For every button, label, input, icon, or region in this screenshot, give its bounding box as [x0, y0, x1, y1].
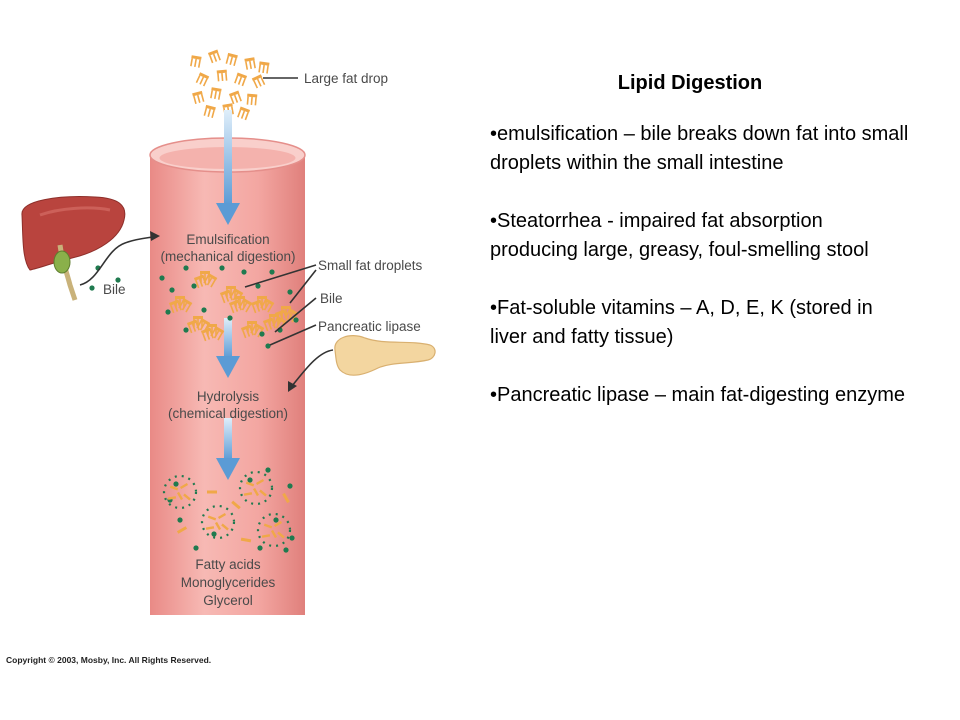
label-pancreatic-lipase: Pancreatic lipase [318, 319, 421, 334]
pancreas-icon [334, 335, 436, 376]
intestine-tube [149, 137, 306, 615]
bullet-fat-soluble-vitamins: •Fat-soluble vitamins – A, D, E, K (stor… [490, 297, 873, 348]
text-panel: Lipid Digestion •emulsification – bile b… [490, 70, 910, 439]
bullet-pancreatic-lipase: •Pancreatic lipase – main fat-digesting … [490, 384, 905, 406]
bullet-steatorrhea: •Steatorrhea - impaired fat absorption p… [490, 210, 869, 261]
slide-title: Lipid Digestion [617, 72, 763, 94]
flow-arrow-1 [216, 110, 240, 225]
label-small-fat-droplets: Small fat droplets [318, 258, 423, 273]
flow-arrow-2 [216, 318, 240, 378]
fatty-acid-clusters-icon [162, 470, 292, 548]
label-chemical-digestion: (chemical digestion) [168, 406, 288, 421]
label-monoglycerides: Monoglycerides [181, 575, 276, 590]
label-bile-left: Bile [103, 282, 126, 297]
bullet-emulsification: •emulsification – bile breaks down fat i… [490, 123, 909, 174]
lipid-digestion-diagram: Large fat drop Emulsification (mechanica… [21, 49, 436, 615]
label-hydrolysis: Hydrolysis [197, 389, 260, 404]
flow-arrow-3 [216, 418, 240, 480]
liver-icon [21, 196, 126, 301]
label-glycerol: Glycerol [203, 593, 253, 608]
label-fatty-acids: Fatty acids [195, 557, 261, 572]
connector-lines [79, 77, 334, 387]
copyright-notice: Copyright © 2003, Mosby, Inc. All Rights… [6, 655, 212, 665]
label-emulsification: Emulsification [186, 232, 269, 247]
small-fat-droplets-icon [168, 271, 299, 342]
label-mechanical-digestion: (mechanical digestion) [160, 249, 295, 264]
label-bile-right: Bile [320, 291, 343, 306]
label-large-fat-drop: Large fat drop [304, 71, 388, 86]
bile-dots-icon [89, 265, 299, 553]
arrowheads [150, 231, 297, 392]
large-fat-drop-icon [190, 49, 270, 121]
